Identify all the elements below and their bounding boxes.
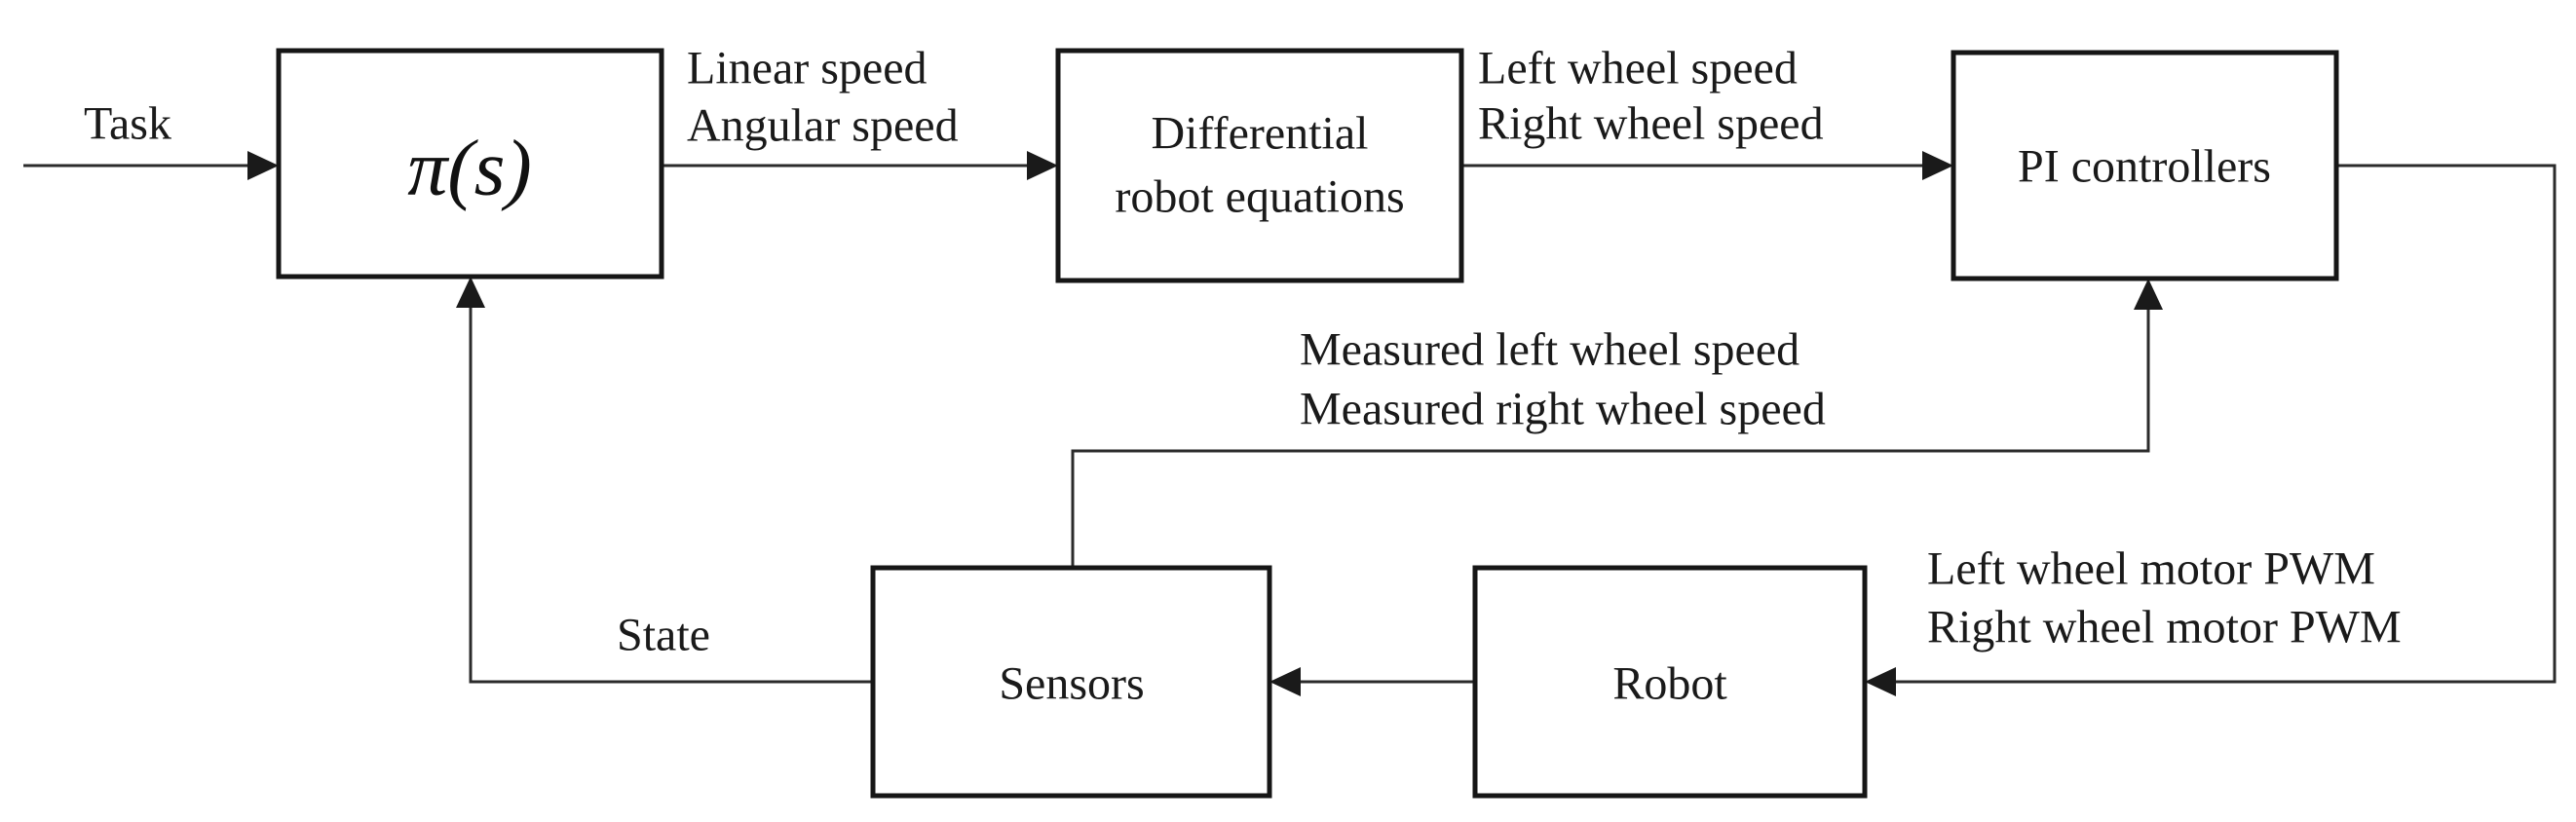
- pi-controllers-label: PI controllers: [2018, 141, 2271, 193]
- robot-to-sensors-arrowhead-icon: [1269, 667, 1301, 696]
- policy-block: π(s): [276, 48, 664, 280]
- linear-speed-label: Linear speed: [687, 43, 928, 94]
- right-wheel-motor-pwm-label: Right wheel motor PWM: [1927, 602, 2402, 654]
- pi-to-robot-line: [1896, 164, 2557, 684]
- sensors-to-pi-arrowhead-icon: [2134, 279, 2163, 310]
- left-wheel-speed-label: Left wheel speed: [1478, 43, 1798, 94]
- left-wheel-motor-pwm-label: Left wheel motor PWM: [1927, 543, 2375, 595]
- task-arrowhead-icon: [247, 151, 279, 180]
- sensors-to-policy-arrowhead-icon: [456, 277, 485, 308]
- pi-controllers-box: [1951, 50, 2339, 281]
- measured-left-wheel-speed-label: Measured left wheel speed: [1300, 324, 1799, 376]
- pi-controllers-block: PI controllers: [1951, 50, 2339, 281]
- policy-box: [276, 48, 664, 280]
- sensors-label: Sensors: [999, 658, 1144, 710]
- right-wheel-speed-label: Right wheel speed: [1478, 98, 1824, 150]
- measured-right-wheel-speed-label: Measured right wheel speed: [1300, 384, 1826, 435]
- sensors-block: Sensors: [870, 565, 1272, 799]
- robot-block: Robot: [1472, 565, 1868, 799]
- differential-equations-block: Differential robot equations: [1055, 48, 1464, 283]
- differential-label-line1: Differential: [1151, 108, 1368, 160]
- task-label: Task: [84, 98, 171, 150]
- sensors-to-pi-feedback-line: [1071, 310, 2150, 568]
- robot-label: Robot: [1612, 658, 1727, 710]
- pi-to-robot-arrowhead-icon: [1865, 667, 1896, 696]
- state-label: State: [617, 610, 710, 661]
- differential-label-line2: robot equations: [1115, 171, 1404, 223]
- sensors-box: [870, 565, 1272, 799]
- robot-box: [1472, 565, 1868, 799]
- policy-to-differential-arrowhead-icon: [1027, 151, 1058, 180]
- differential-to-pi-arrowhead-icon: [1922, 151, 1953, 180]
- angular-speed-label: Angular speed: [687, 100, 959, 152]
- differential-equations-box: [1055, 48, 1464, 283]
- sensors-to-policy-state-line: [469, 308, 873, 684]
- policy-block-label: π(s): [407, 124, 532, 212]
